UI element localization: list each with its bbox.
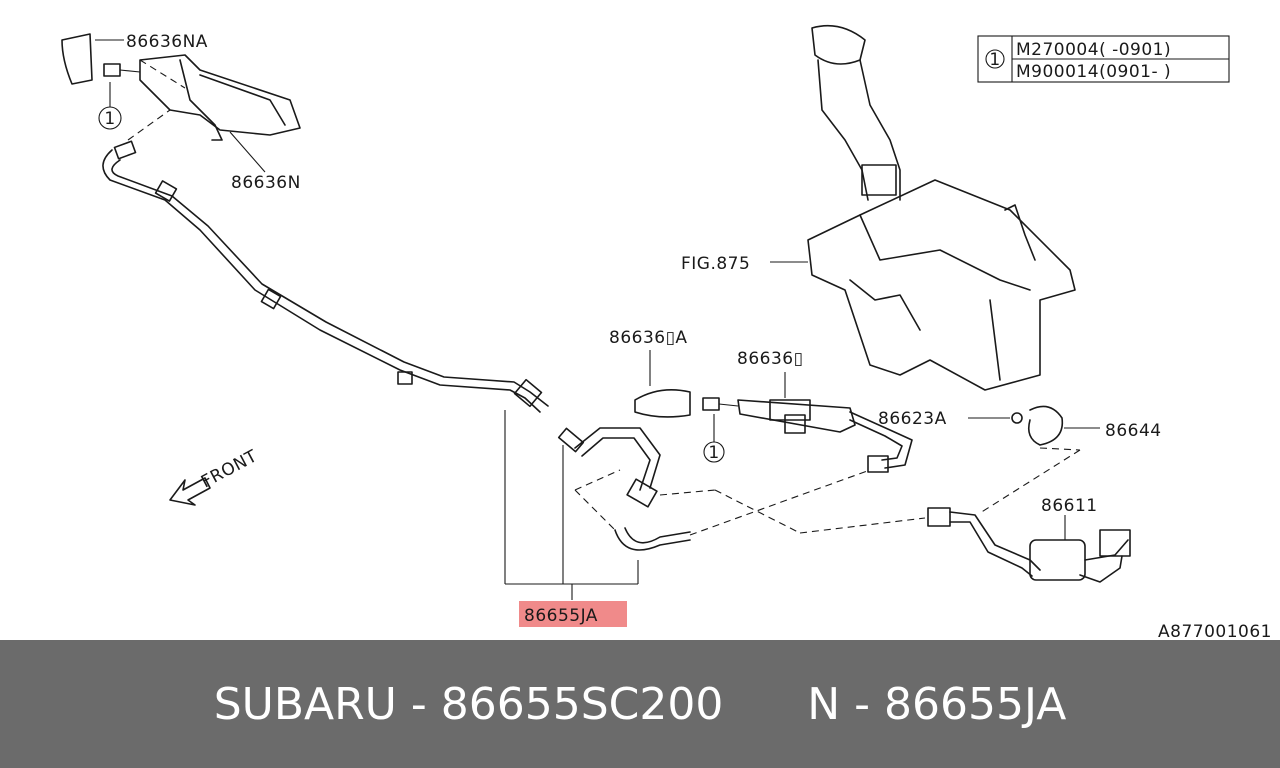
callout-bracket: [504, 410, 639, 600]
parts-diagram: 1 M270004( -0901) M900014(0901- ): [61, 24, 1272, 640]
ref-circle-b: 1: [708, 443, 719, 463]
part-highlight: [519, 601, 627, 627]
label-86644: 86644: [1105, 421, 1162, 441]
label-fig875: FIG.875: [681, 254, 750, 274]
diagram-svg: 1 M270004( -0901) M900014(0901- ): [61, 24, 1272, 640]
front-arrow: [169, 477, 211, 506]
washer-nozzle-left: [61, 33, 301, 173]
label-86611: 86611: [1041, 496, 1098, 516]
label-86636N: 86636N: [231, 173, 301, 193]
legend-row-2: M900014(0901- ): [1016, 62, 1171, 82]
part-number-footer: SUBARU - 86655SC200 N - 86655JA: [0, 640, 1280, 768]
brand-part-number: SUBARU - 86655SC200: [213, 678, 724, 730]
alt-part-number: N - 86655JA: [807, 678, 1067, 730]
label-86623A: 86623A: [878, 409, 947, 429]
label-86655JA: 86655JA: [524, 606, 598, 626]
label-86636NA: 86636NA: [126, 32, 208, 52]
washer-pump-group: [927, 405, 1131, 583]
diagram-id: A877001061: [1158, 622, 1272, 640]
label-86636: 86636▯: [737, 349, 803, 369]
washer-nozzle-center: [634, 350, 913, 473]
legend-table: 1 M270004( -0901) M900014(0901- ): [977, 35, 1230, 83]
washer-tank: [770, 24, 1076, 391]
label-front: FRONT: [198, 446, 261, 492]
washer-hose-long: [102, 140, 549, 413]
washer-hose-center: [557, 427, 926, 551]
legend-row-1: M270004( -0901): [1016, 40, 1171, 60]
label-86636A: 86636▯A: [609, 328, 688, 348]
ref-circle-a: 1: [104, 109, 115, 129]
legend-ref: 1: [989, 50, 1000, 70]
